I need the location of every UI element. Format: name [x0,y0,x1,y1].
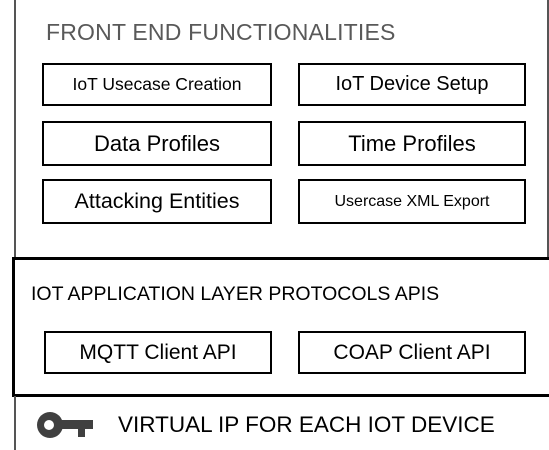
coap-client-api-box: COAP Client API [298,331,526,374]
mqtt-client-api-box: MQTT Client API [44,331,272,374]
virtual-ip-label: VIRTUAL IP FOR EACH IOT DEVICE [118,412,495,437]
protocols-section [12,257,549,397]
usercase-xml-export-box: Usercase XML Export [298,179,526,224]
iot-device-setup-box: IoT Device Setup [298,63,526,106]
attacking-entities-box: Attacking Entities [42,179,272,224]
data-profiles-box: Data Profiles [42,121,272,166]
key-icon [34,409,96,441]
front-end-title: FRONT END FUNCTIONALITIES [46,19,396,45]
protocols-title: IOT APPLICATION LAYER PROTOCOLS APIS [31,283,440,305]
iot-usecase-creation-box: IoT Usecase Creation [42,63,272,106]
virtual-ip-section [14,396,549,450]
time-profiles-box: Time Profiles [298,121,526,166]
front-end-section [14,0,549,258]
